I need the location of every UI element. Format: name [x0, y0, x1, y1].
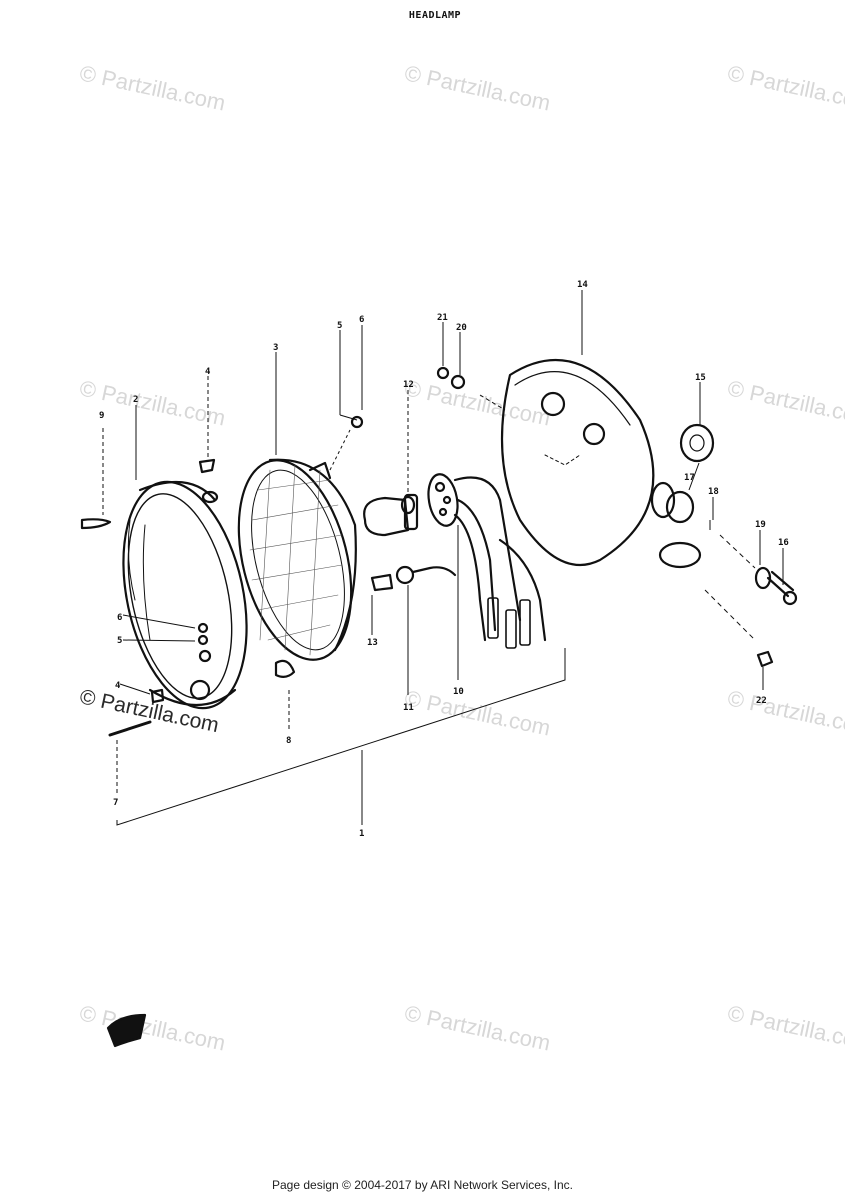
callout-20: 20 [456, 323, 467, 333]
mounting-bolt [754, 566, 798, 606]
callout-11: 11 [403, 703, 414, 713]
callout-17: 17 [684, 473, 695, 483]
callout-6: 6 [359, 315, 364, 325]
headlamp-rim [122, 480, 248, 710]
position-lamp [370, 565, 457, 592]
callout-14: 14 [577, 280, 588, 290]
rim-screws [80, 458, 296, 704]
grommets [658, 423, 715, 569]
callout-15: 15 [695, 373, 706, 383]
callout-2: 2 [133, 395, 138, 405]
nut-12 [400, 495, 416, 515]
page-title: HEADLAMP [408, 10, 462, 21]
callout-6b: 6 [117, 613, 122, 623]
bulb-socket [427, 473, 547, 649]
part-6 [350, 415, 364, 429]
callout-19: 19 [755, 520, 766, 530]
callout-7: 7 [113, 798, 118, 808]
callout-8: 8 [286, 736, 291, 746]
callout-3: 3 [273, 343, 278, 353]
springs [189, 622, 212, 701]
callout-12: 12 [403, 380, 414, 390]
callout-21: 21 [437, 313, 448, 323]
callout-16: 16 [778, 538, 789, 548]
part-21 [436, 366, 450, 380]
callout-13: 13 [367, 638, 378, 648]
leader-lines [102, 290, 784, 826]
logo-mark [106, 1013, 147, 1048]
part-20 [450, 374, 466, 390]
nut-22 [756, 650, 774, 668]
callout-10: 10 [453, 687, 464, 697]
callout-4: 4 [205, 367, 211, 377]
callout-9: 9 [99, 411, 104, 421]
callout-22: 22 [756, 696, 767, 706]
headlamp-housing [500, 358, 676, 567]
footer-copyright: Page design © 2004-2017 by ARI Network S… [271, 1178, 573, 1192]
headlamp-lens-unit [237, 458, 357, 661]
callout-18: 18 [708, 487, 719, 497]
part-7 [108, 720, 152, 737]
callout-5b: 5 [117, 636, 122, 646]
callout-1: 1 [359, 829, 364, 839]
callout-5: 5 [337, 321, 342, 331]
headlamp-bulb [363, 493, 419, 537]
callout-4b: 4 [115, 681, 121, 691]
